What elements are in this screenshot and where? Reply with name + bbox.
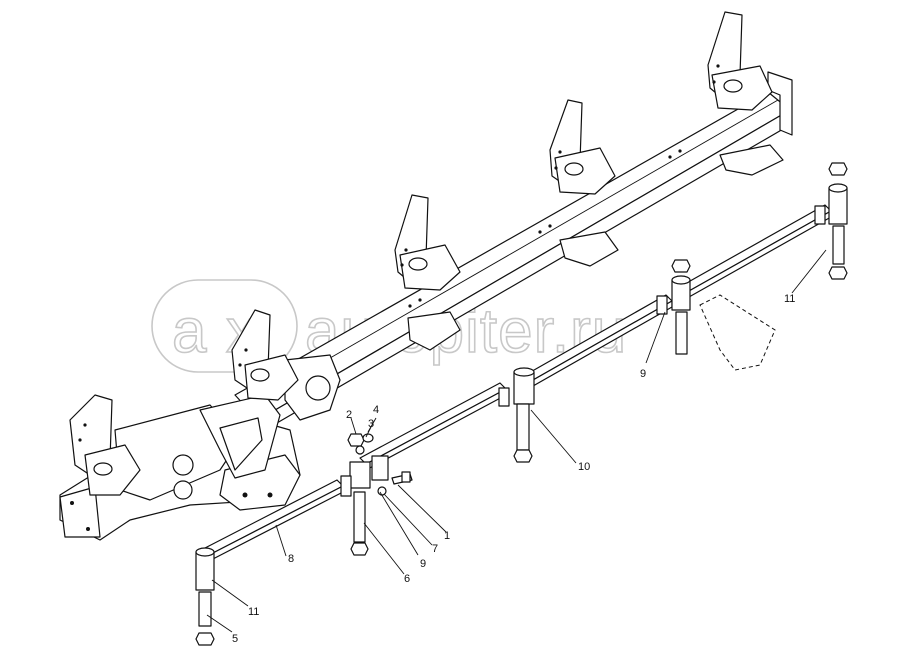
shank-holder-5 xyxy=(707,11,784,176)
callout-10: 10 xyxy=(578,461,590,473)
shank-holder-2 xyxy=(231,309,299,401)
watermark-logo-symbol: a xyxy=(172,297,207,366)
clevis-center-right xyxy=(498,367,535,463)
callout-11-upper: 11 xyxy=(784,293,795,305)
shank-holder-3 xyxy=(394,194,461,351)
watermark-logo-frame xyxy=(151,279,298,373)
shank-holder-1 xyxy=(69,394,141,496)
callout-2: 2 xyxy=(346,409,352,421)
hitch-frame xyxy=(59,354,341,541)
callout-1: 1 xyxy=(444,530,450,542)
callout-5: 5 xyxy=(232,633,238,645)
callout-9-lower: 9 xyxy=(420,558,426,570)
clevis-right-middle xyxy=(656,259,691,355)
callout-leaders xyxy=(206,249,827,633)
tie-bar-11-upper xyxy=(682,204,832,298)
callout-11-lower: 11 xyxy=(248,606,259,618)
clevis-right-end xyxy=(814,162,848,280)
shank-holder-4 xyxy=(549,99,619,267)
callout-7: 7 xyxy=(432,543,438,555)
mount-plate-dashed xyxy=(699,294,776,371)
clevis-center-left xyxy=(340,455,389,556)
callout-6: 6 xyxy=(404,573,410,585)
callout-8: 8 xyxy=(288,553,294,565)
callout-labels: 1 2 3 4 5 6 7 8 9 9 10 11 11 xyxy=(232,293,795,645)
callout-9-upper: 9 xyxy=(640,368,646,380)
callout-3: 3 xyxy=(368,418,374,430)
hardware-small xyxy=(347,433,413,496)
callout-4: 4 xyxy=(373,404,379,416)
clevis-left xyxy=(195,547,215,646)
